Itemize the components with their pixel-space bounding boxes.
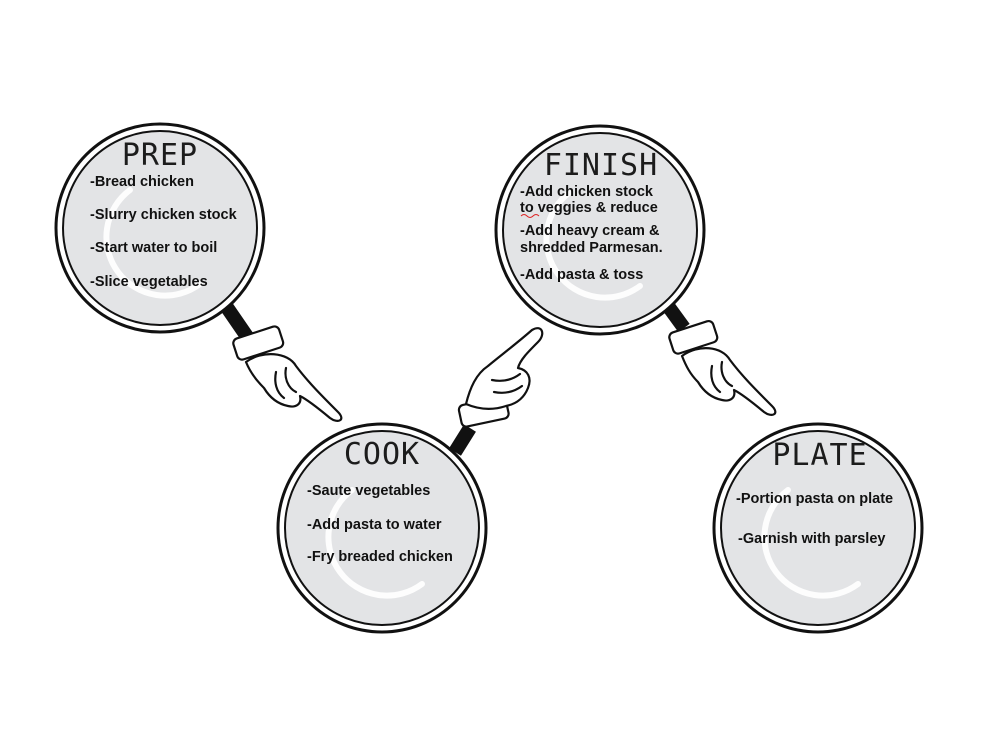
prep-title: PREP — [122, 138, 198, 173]
finish-step: -Add chicken stock — [520, 184, 654, 200]
glove-finger-line — [710, 364, 722, 394]
glove-finger-line — [274, 370, 286, 400]
glove-finger-line — [720, 360, 734, 388]
glove-finger-line — [284, 366, 298, 394]
finish-title: FINISH — [544, 148, 658, 183]
prep-pan-shine — [103, 187, 203, 299]
finish-step: -Add pasta & toss — [520, 267, 643, 283]
glove-cuff — [232, 325, 285, 361]
cook-step: -Fry breaded chicken — [307, 549, 453, 565]
glove-hand — [464, 327, 544, 410]
prep-step: -Slice vegetables — [90, 274, 208, 290]
plate-shine — [761, 487, 861, 599]
plate-step: -Portion pasta on plate — [736, 491, 893, 507]
prep-step: -Start water to boil — [90, 240, 217, 256]
glove-finger-line — [490, 372, 522, 382]
plate-title: PLATE — [772, 438, 867, 473]
cook-title: COOK — [344, 437, 420, 472]
finish-step: shredded Parmesan. — [520, 240, 663, 256]
pointing-hand-icon — [668, 319, 777, 416]
cook-step: -Saute vegetables — [307, 483, 430, 499]
cook-step: -Add pasta to water — [307, 517, 442, 533]
finish-pan-surface — [502, 132, 698, 328]
cook-pan: COOK -Saute vegetables -Add pasta to wat… — [276, 422, 488, 634]
glove-hand — [244, 353, 343, 422]
pointing-hand-icon — [457, 327, 544, 428]
plate-step: -Garnish with parsley — [738, 531, 885, 547]
prep-step: -Slurry chicken stock — [90, 207, 238, 223]
prep-step: -Bread chicken — [90, 174, 194, 190]
glove-cuff — [668, 319, 719, 355]
cook-pan-handle — [449, 424, 476, 456]
pointing-hand-icon — [232, 325, 343, 422]
plate-pan: PLATE -Portion pasta on plate -Garnish w… — [712, 422, 924, 634]
finish-pan-handle — [662, 301, 690, 333]
finish-step: -Add heavy cream & — [520, 223, 660, 239]
glove-finger-line — [492, 384, 524, 394]
prep-pan-handle — [220, 302, 254, 342]
prep-pan-surface — [62, 130, 258, 326]
spellcheck-underline — [520, 214, 540, 218]
plate-surface — [720, 430, 916, 626]
finish-pan: FINISH -Add chicken stock to veggies & r… — [494, 124, 706, 336]
finish-step: to veggies & reduce — [520, 200, 658, 216]
finish-pan-shine — [543, 189, 643, 301]
prep-pan: PREP -Bread chicken -Slurry chicken stoc… — [54, 122, 266, 342]
cook-pan-shine — [325, 487, 425, 599]
glove-hand — [680, 347, 777, 416]
cook-pan-surface — [284, 430, 480, 626]
